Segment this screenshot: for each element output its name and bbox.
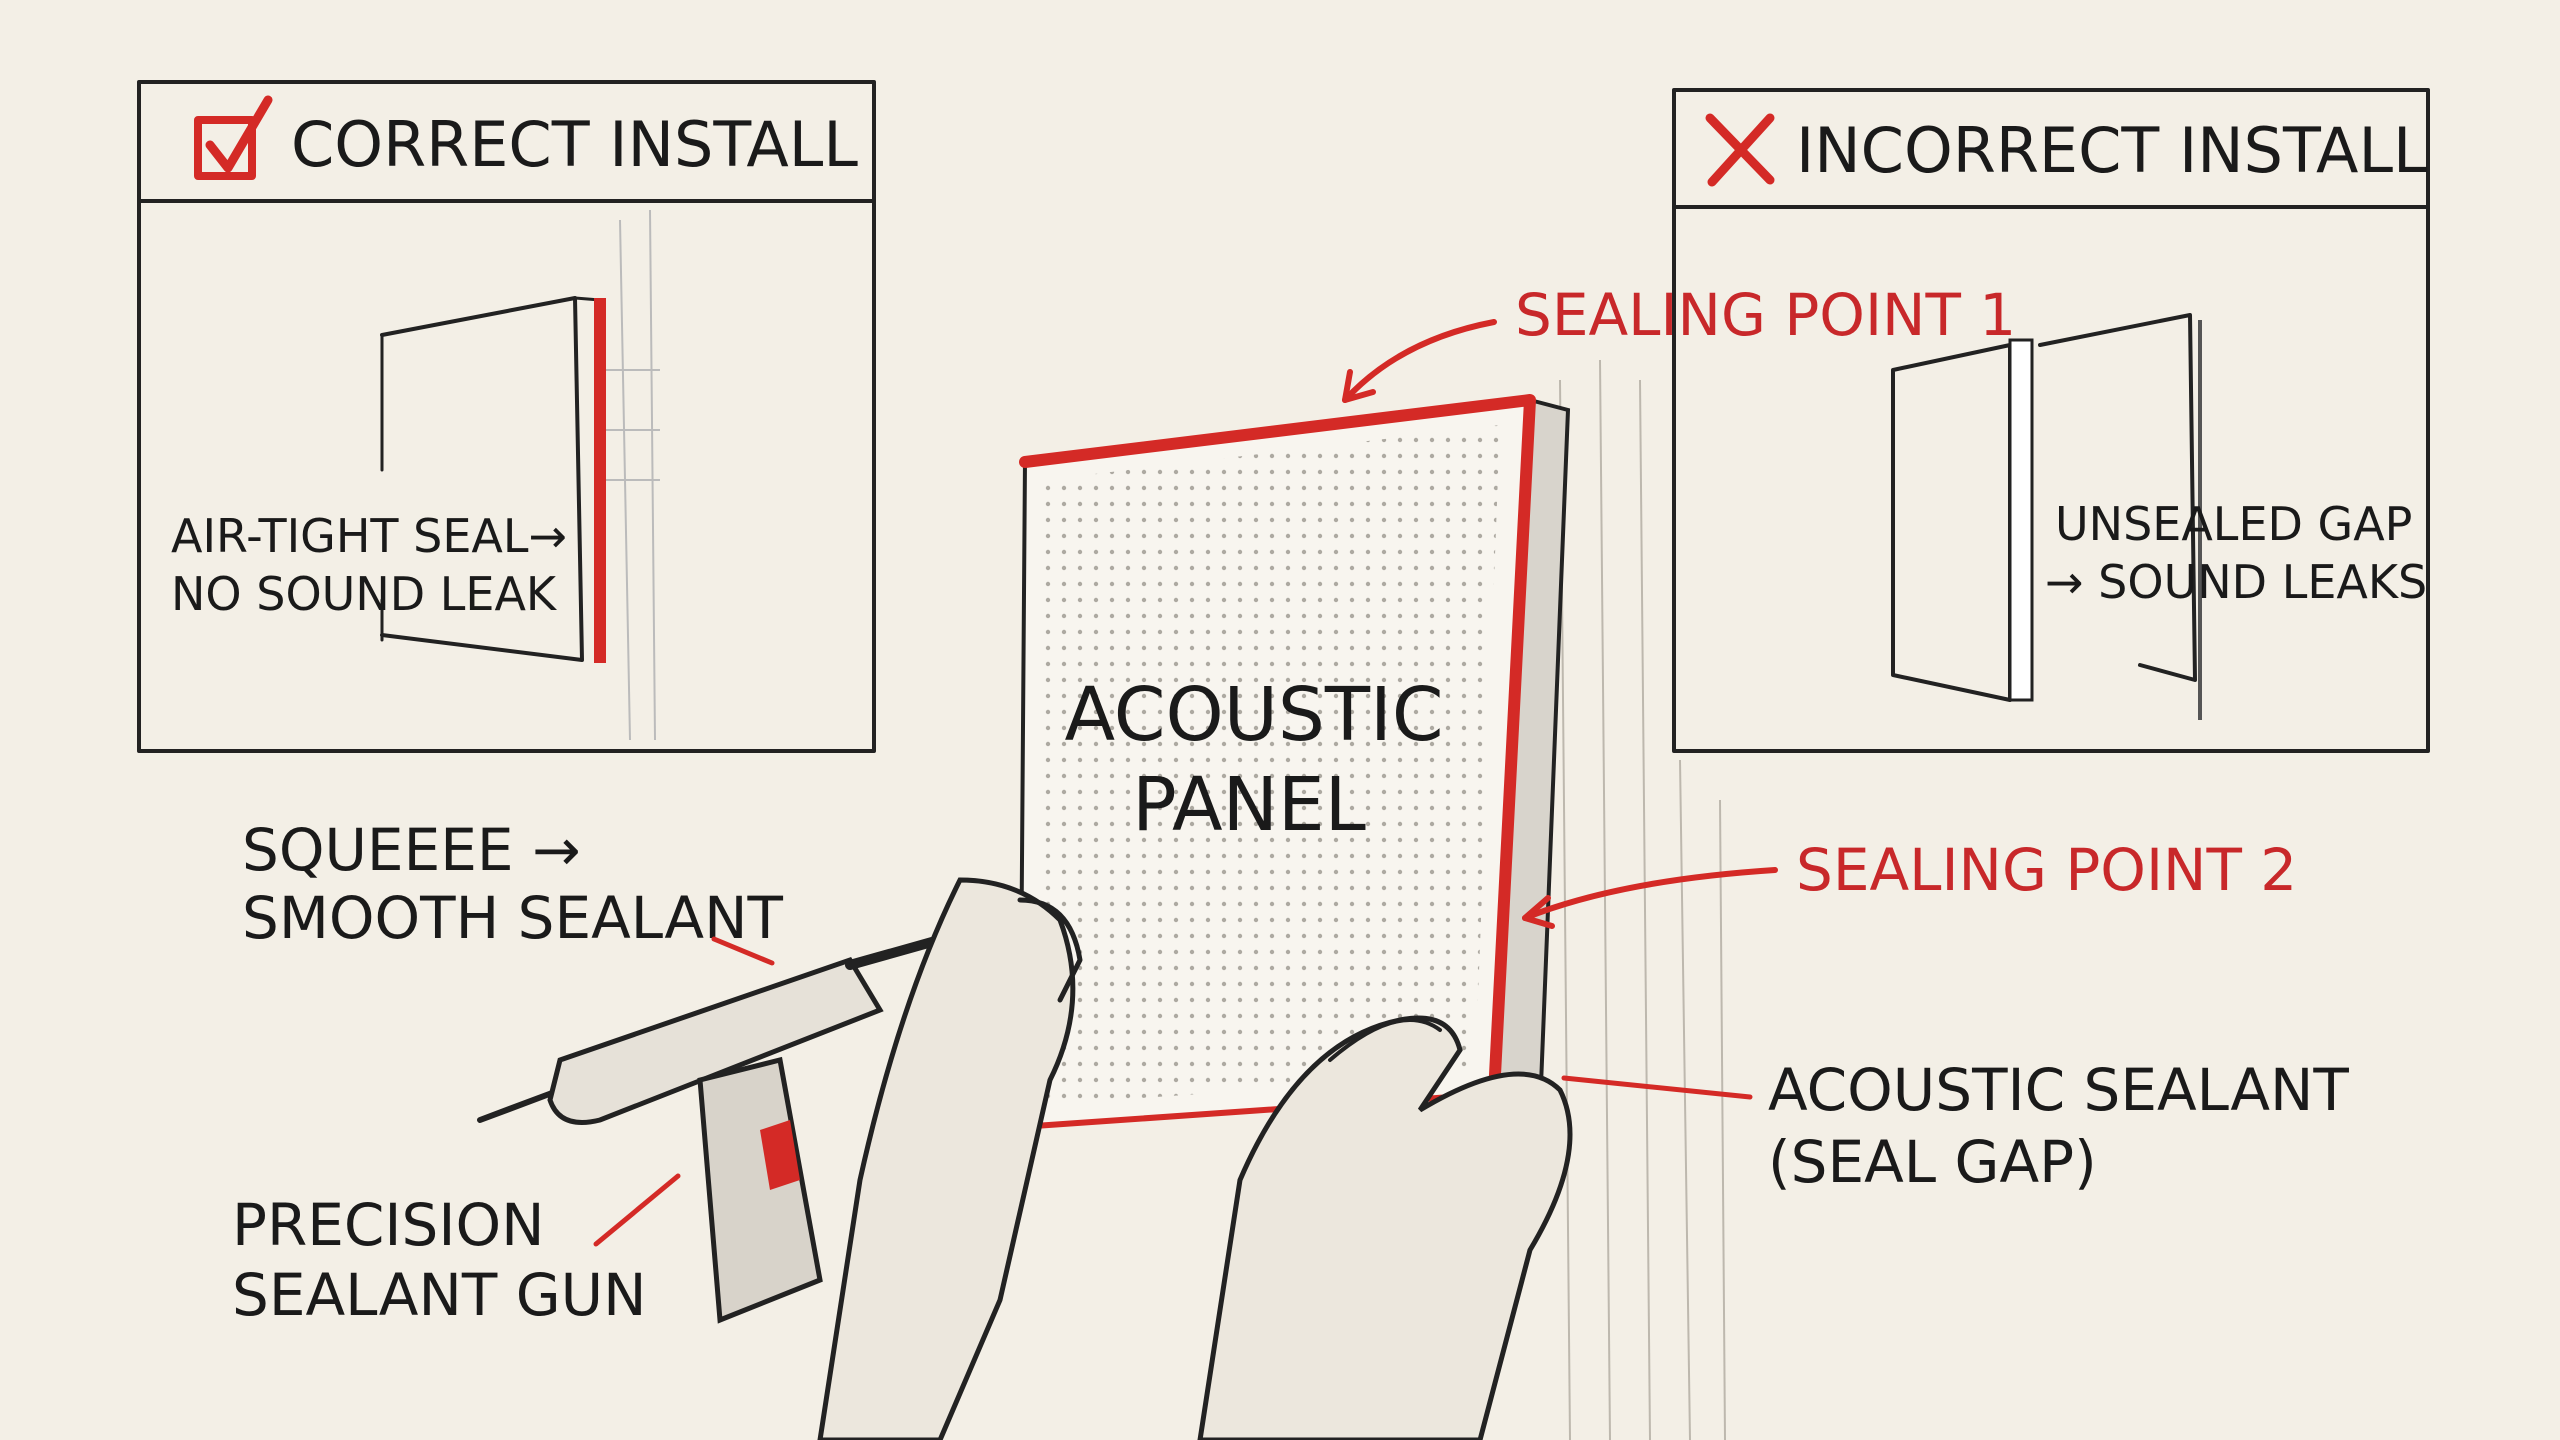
acoustic-panel: ACOUSTIC PANEL [1017,394,1571,1130]
sealant-gun-icon [477,915,1015,1324]
incorrect-install-box: INCORRECT INSTALL UNSEALED GAP → SOUND L… [1672,88,2430,753]
panel-label-line2: PANEL [1132,762,1366,848]
sealing-point-2-callout: SEALING POINT 2 [1522,836,2297,929]
correct-install-box: CORRECT INSTALL AIR-TIGHT SEAL→ NO SOUND… [137,80,876,753]
arrow-icon [1342,369,1376,403]
correct-title: CORRECT INSTALL [291,108,858,181]
sealing-point-1-callout: SEALING POINT 1 [1342,281,2016,403]
sealing-point-2-label: SEALING POINT 2 [1796,836,2297,904]
right-hand-icon [1197,1015,1573,1440]
correct-label-line1: AIR-TIGHT SEAL→ [171,509,567,563]
wall-hatching [1559,359,1726,1440]
left-hand-icon [817,877,1083,1440]
checkbox-check-icon [194,95,273,180]
correct-label-line2: NO SOUND LEAK [171,567,558,621]
squeeze-label-line2: SMOOTH SEALANT [242,884,783,952]
panel-label-line1: ACOUSTIC [1064,672,1443,758]
incorrect-label-line2: → SOUND LEAKS [2045,555,2427,609]
sealant-label-line2: (SEAL GAP) [1768,1128,2097,1196]
sealant-label-line1: ACOUSTIC SEALANT [1768,1056,2349,1124]
acoustic-sealant-callout: ACOUSTIC SEALANT (SEAL GAP) [1561,1056,2349,1196]
sealing-point-1-label: SEALING POINT 1 [1515,281,2016,349]
gun-callout: PRECISION SEALANT GUN [232,1173,681,1329]
gun-label-line1: PRECISION [232,1191,545,1259]
x-mark-icon [1705,113,1775,187]
incorrect-label-line1: UNSEALED GAP [2055,497,2412,551]
gun-label-line2: SEALANT GUN [232,1261,647,1329]
squeeze-label-line1: SQUEEEE → [242,816,581,884]
squeeze-callout: SQUEEEE → SMOOTH SEALANT [242,816,783,966]
seal-strip [594,298,606,663]
arrow-icon [1522,895,1555,929]
incorrect-title: INCORRECT INSTALL [1796,114,2428,187]
